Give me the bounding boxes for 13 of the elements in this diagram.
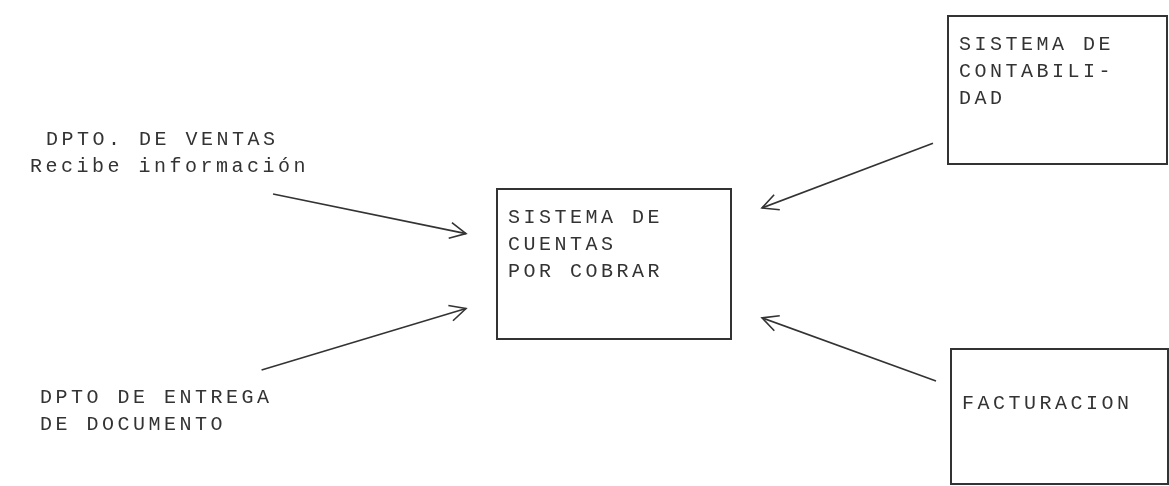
arrow: [272, 193, 467, 240]
node-label: DPTO. DE VENTAS: [46, 127, 279, 153]
box-label: SISTEMA DE CUENTAS POR COBRAR: [508, 205, 665, 285]
process-box: [950, 348, 1169, 485]
process-box: [947, 15, 1168, 165]
node-label: Recibe información: [30, 154, 310, 180]
box-label: SISTEMA DE CONTABILI- DAD: [959, 32, 1116, 112]
process-box: [496, 188, 732, 340]
arrow: [260, 304, 467, 371]
box-label: FACTURACION: [962, 391, 1134, 417]
arrow: [761, 315, 937, 382]
arrow: [761, 142, 934, 211]
node-label: DPTO DE ENTREGA DE DOCUMENTO: [40, 385, 274, 438]
